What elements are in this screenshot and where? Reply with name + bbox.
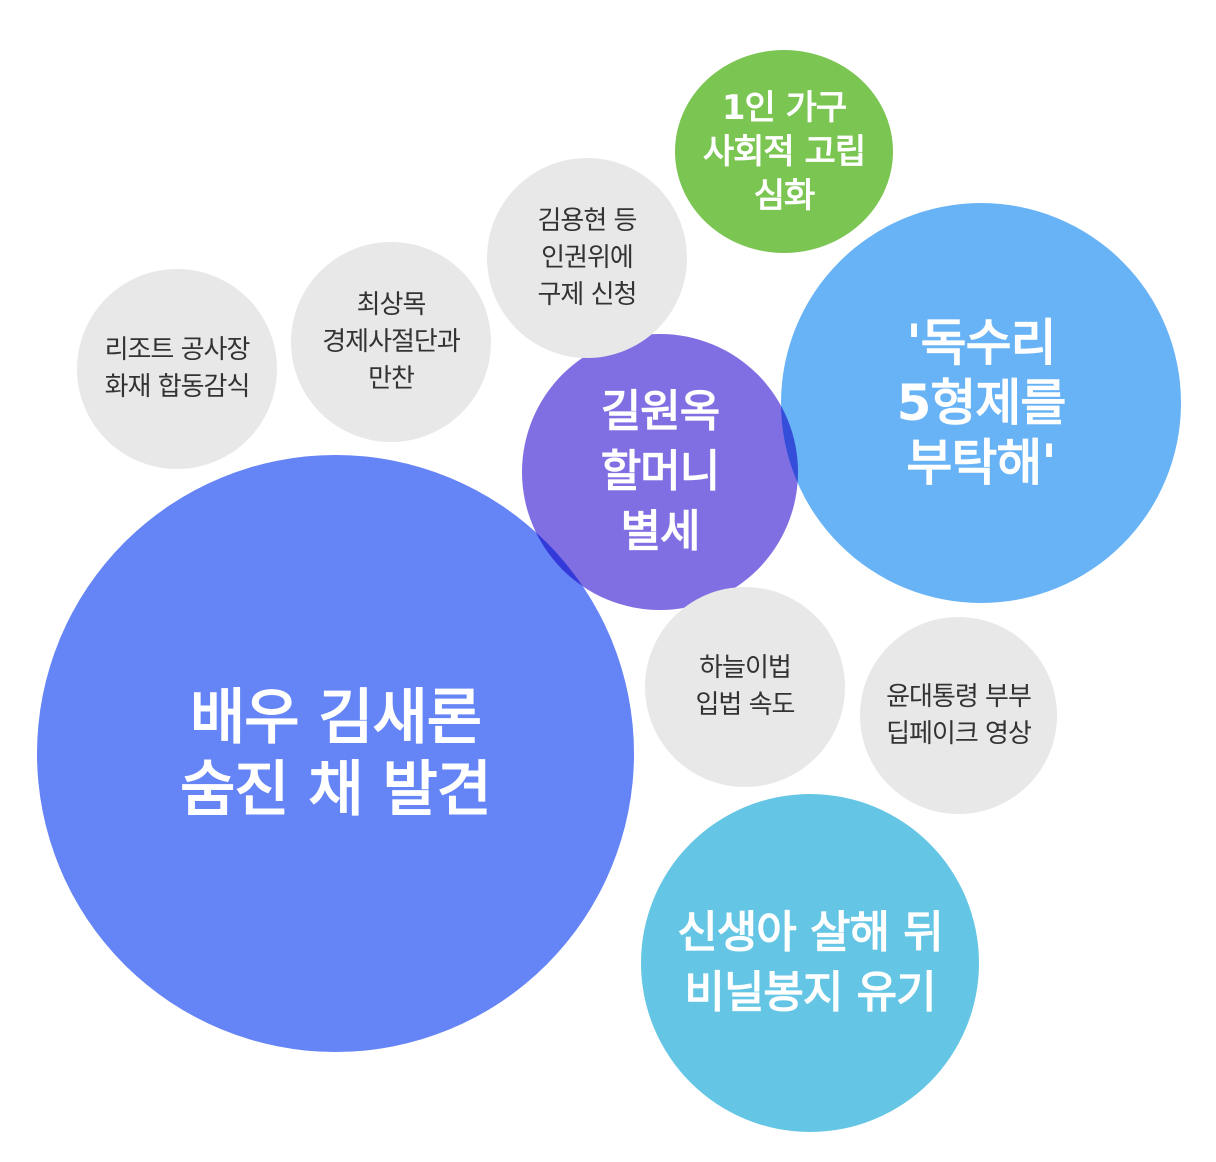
bubble-label-line: 길원옥 [600,386,720,437]
bubble-label: 윤대통령 부부 딥페이크 영상 [886,679,1032,753]
bubble-gil-won-ok[interactable]: 길원옥 할머니 별세 [522,334,798,610]
bubble-eagle-five-brothers[interactable]: '독수리 5형제를 부탁해' [781,203,1181,603]
bubble-label: 길원옥 할머니 별세 [600,382,720,562]
bubble-label: 신생아 살해 뒤 비닐봉지 유기 [677,903,944,1023]
bubble-label-line: 김용현 등 [537,205,638,236]
bubble-label: '독수리 5형제를 부탁해' [896,313,1067,493]
bubble-label-line: 경제사절단과 [322,326,461,357]
bubble-label-line: 리조트 공사장 [104,335,251,365]
bubble-choi-sang-mok[interactable]: 최상목 경제사절단과 만찬 [291,242,491,442]
bubble-resort-fire[interactable]: 리조트 공사장 화재 합동감식 [77,269,277,469]
bubble-label-line: 화재 합동감식 [104,372,251,402]
bubble-label-line: 배우 김새론 [190,682,482,753]
bubble-label-line: 입법 속도 [695,690,796,720]
bubble-label-line: 인권위에 [541,242,634,273]
bubble-label-line: 신생아 살해 뒤 [677,907,944,958]
bubble-label-line: 심화 [753,175,816,216]
bubble-label-line: 5형제를 [896,374,1067,432]
bubble-label-line: 딥페이크 영상 [886,718,1032,749]
bubble-label: 1인 가구 사회적 고립 심화 [702,86,866,218]
bubble-label: 리조트 공사장 화재 합동감식 [104,332,251,406]
bubble-haneul-law[interactable]: 하늘이법 입법 속도 [645,587,845,787]
bubble-actress-kim-saeron[interactable]: 배우 김새론 숨진 채 발견 [37,455,634,1052]
bubble-label: 최상목 경제사절단과 만찬 [322,287,461,398]
bubble-label-line: 부탁해' [906,434,1056,492]
bubble-label-line: 만찬 [368,363,415,394]
bubble-label-line: 윤대통령 부부 [886,681,1032,712]
bubble-label-line: '독수리 [906,314,1056,372]
bubble-newborn-case[interactable]: 신생아 살해 뒤 비닐봉지 유기 [641,794,979,1132]
bubble-label: 김용현 등 인권위에 구제 신청 [537,203,638,314]
bubble-label-line: 숨진 채 발견 [180,754,492,825]
bubble-label-line: 구제 신청 [537,279,638,310]
bubble-label-line: 최상목 [356,289,427,320]
bubble-deepfake-video[interactable]: 윤대통령 부부 딥페이크 영상 [860,617,1057,814]
bubble-label-line: 별세 [620,506,701,557]
bubble-label: 배우 김새론 숨진 채 발견 [180,682,492,826]
bubble-label: 하늘이법 입법 속도 [695,650,796,724]
bubble-kim-yong-hyun[interactable]: 김용현 등 인권위에 구제 신청 [487,158,687,358]
bubble-label-line: 사회적 고립 [702,131,866,172]
bubble-label-line: 1인 가구 [721,87,847,128]
bubble-label-line: 하늘이법 [699,653,792,683]
bubble-label-line: 할머니 [600,446,720,497]
bubble-single-households[interactable]: 1인 가구 사회적 고립 심화 [675,50,893,253]
bubble-label-line: 비닐봉지 유기 [684,967,936,1018]
